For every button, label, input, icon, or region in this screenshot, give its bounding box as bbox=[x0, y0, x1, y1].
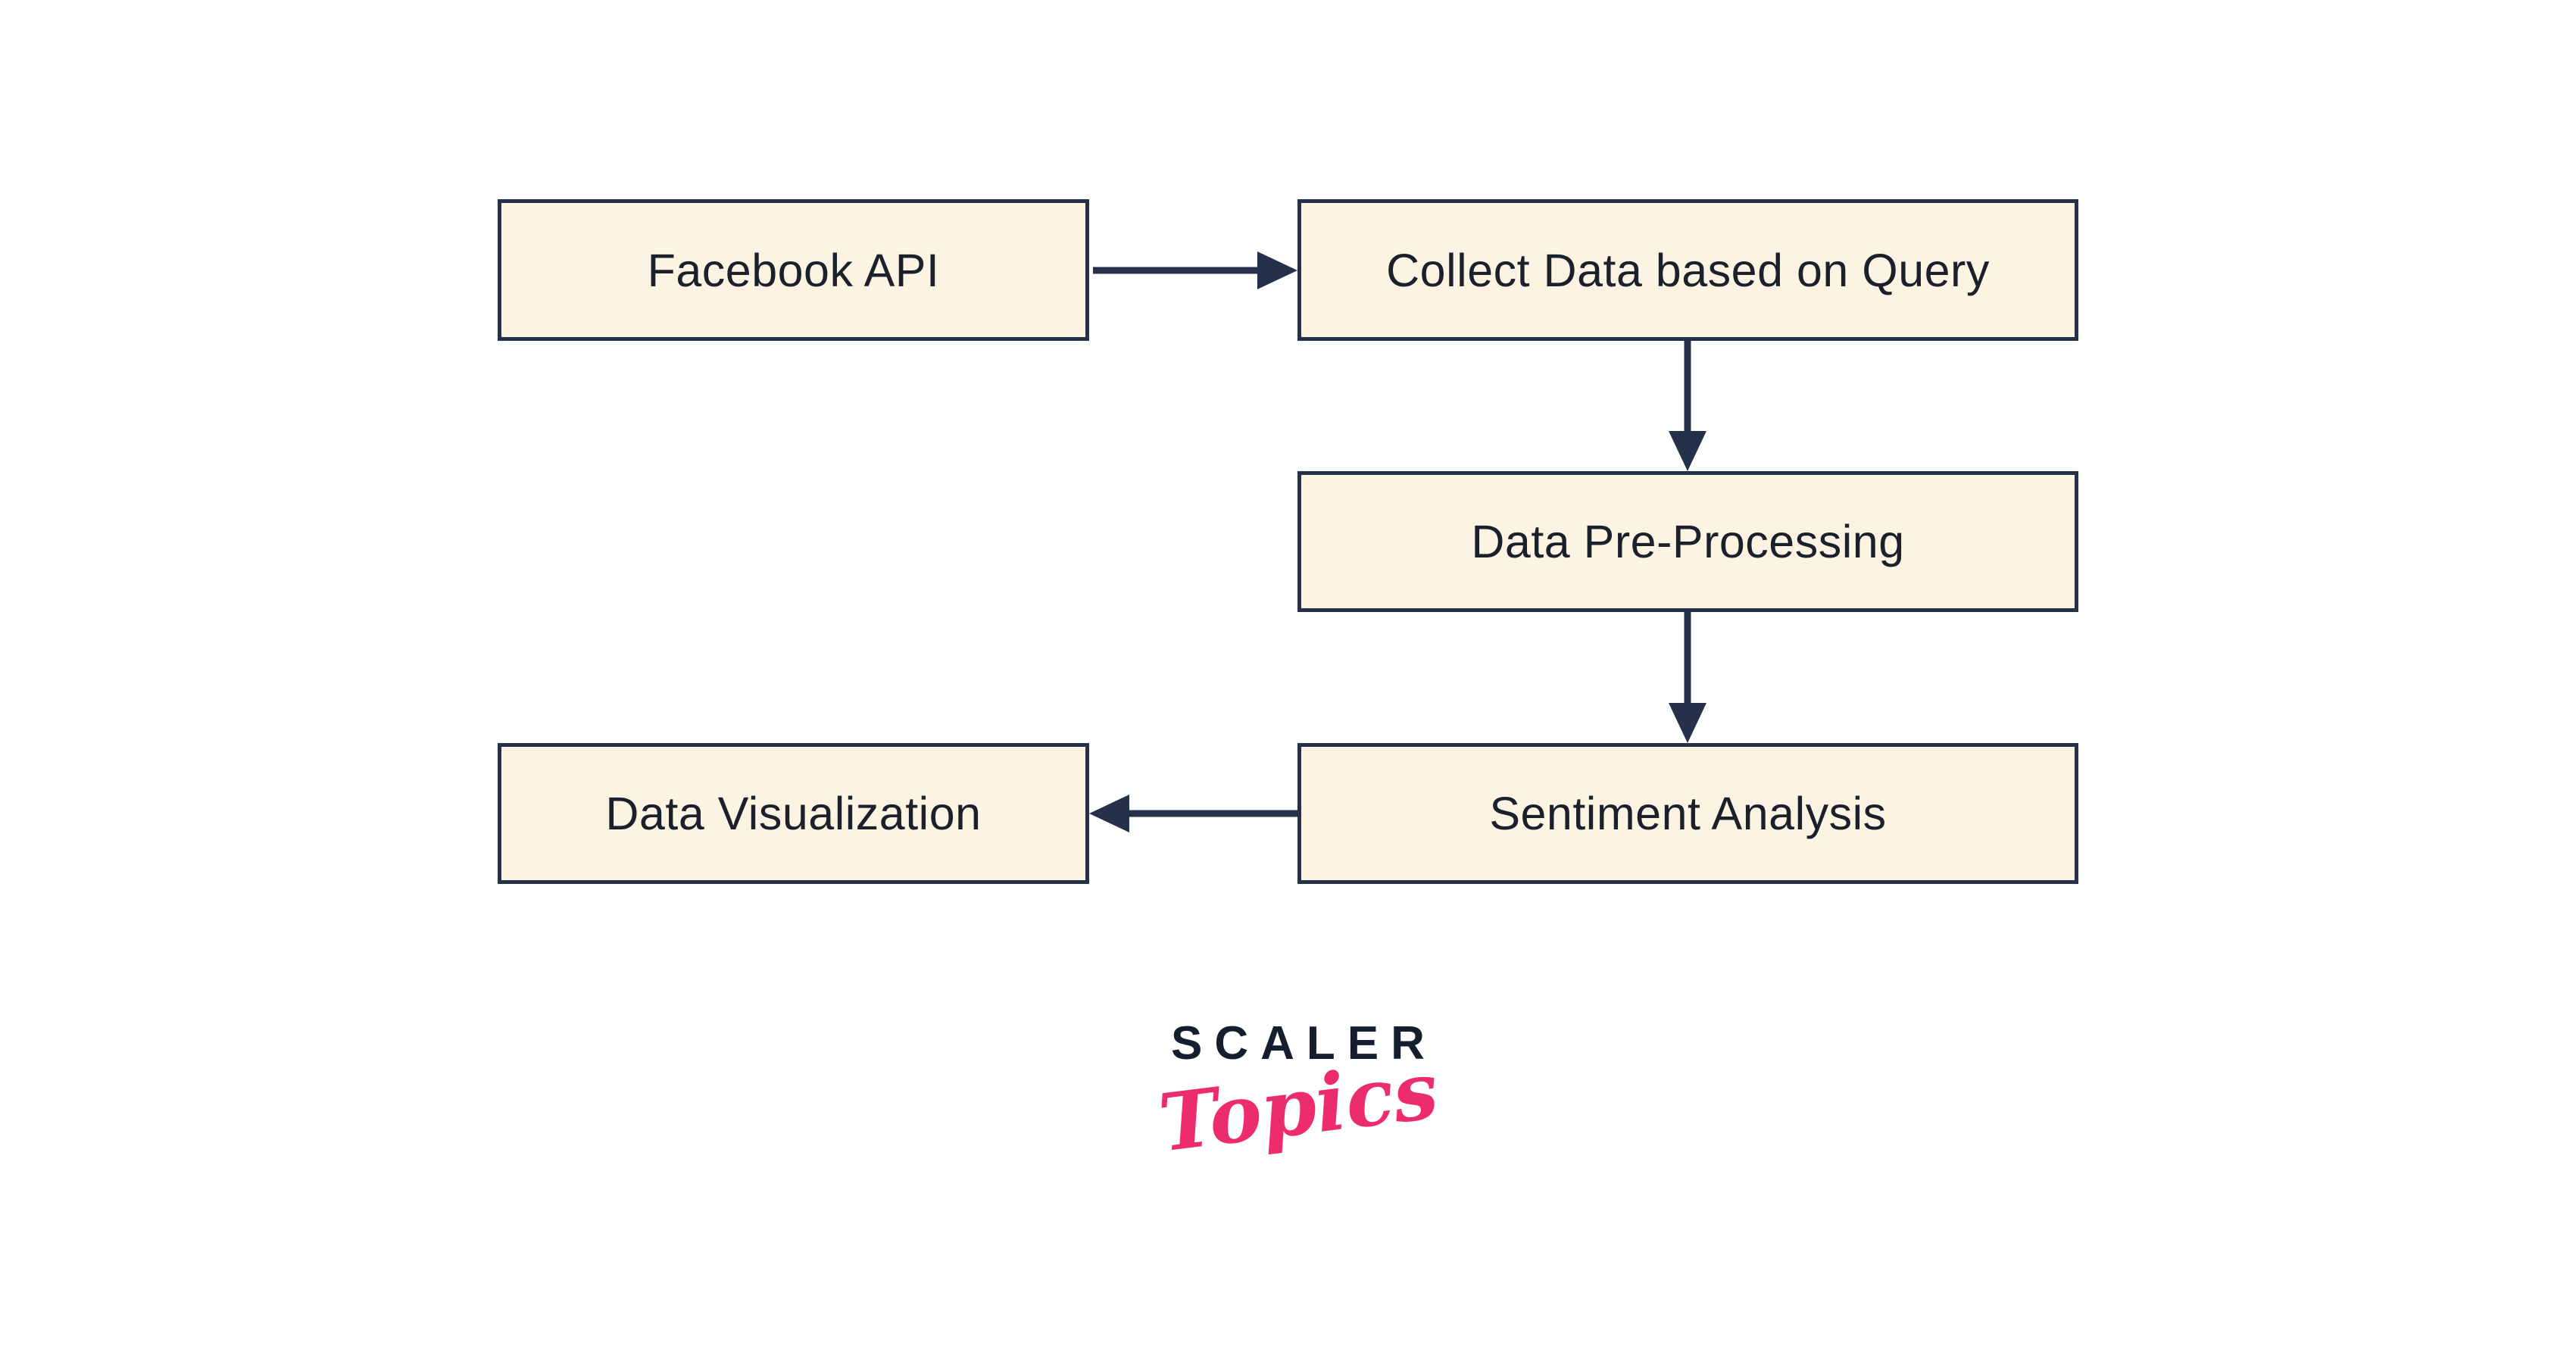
arrowhead-left-icon bbox=[1089, 795, 1129, 832]
node-label: Data Pre-Processing bbox=[1471, 516, 1905, 567]
logo-wordmark: SCALER bbox=[1171, 1017, 1437, 1070]
edge-facebook-to-collect bbox=[1093, 251, 1297, 289]
edge-collect-to-preprocess bbox=[1669, 341, 1706, 471]
arrowhead-down-icon bbox=[1669, 431, 1706, 471]
node-data-visualization: Data Visualization bbox=[498, 743, 1089, 884]
node-facebook-api: Facebook API bbox=[498, 199, 1089, 341]
arrowhead-down-icon bbox=[1669, 703, 1706, 743]
node-collect-data: Collect Data based on Query bbox=[1297, 199, 2078, 341]
node-label: Sentiment Analysis bbox=[1489, 788, 1887, 839]
arrowhead-right-icon bbox=[1257, 251, 1297, 289]
node-data-pre-processing: Data Pre-Processing bbox=[1297, 471, 2078, 612]
node-label: Collect Data based on Query bbox=[1386, 244, 1990, 296]
node-label: Data Visualization bbox=[605, 788, 982, 839]
edge-sentiment-to-visual bbox=[1089, 795, 1297, 832]
edge-preprocess-to-sentiment bbox=[1669, 612, 1706, 743]
node-label: Facebook API bbox=[647, 244, 940, 296]
node-sentiment-analysis: Sentiment Analysis bbox=[1297, 743, 2078, 884]
scaler-topics-logo: SCALER Topics bbox=[1154, 1017, 1443, 1170]
